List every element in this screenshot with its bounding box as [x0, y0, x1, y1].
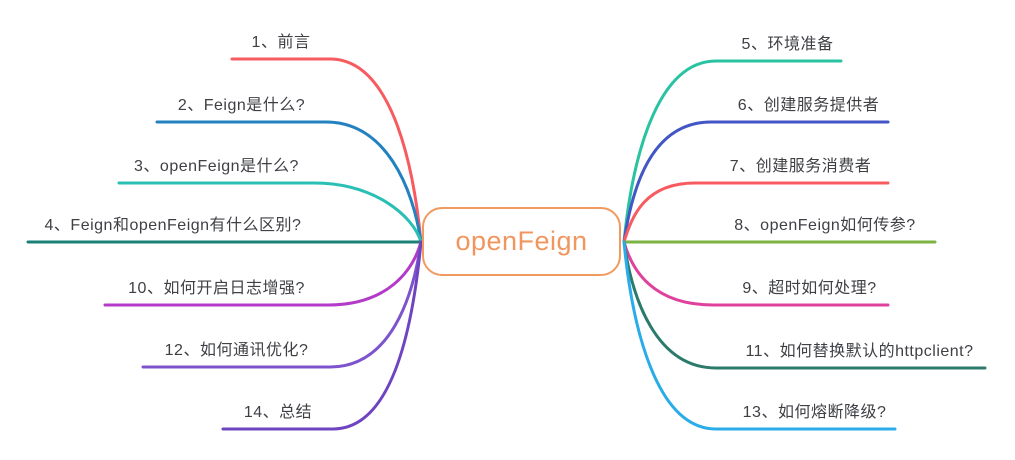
- root-node[interactable]: openFeign: [422, 207, 621, 276]
- mindmap-topic-5[interactable]: 5、环境准备: [741, 36, 834, 53]
- connector-line-right-2: [622, 181, 890, 244]
- mindmap-topic-1[interactable]: 1、前言: [251, 34, 311, 51]
- mindmap-topic-2[interactable]: 2、Feign是什么?: [177, 97, 306, 114]
- mindmap-topic-3[interactable]: 3、openFeign是什么?: [134, 158, 299, 175]
- connector-line-left-5: [141, 240, 423, 369]
- mindmap-topic-7[interactable]: 7、创建服务消费者: [729, 158, 872, 175]
- mindmap-topic-4[interactable]: 4、Feign和openFeign有什么区别?: [44, 217, 302, 234]
- mindmap-topic-14[interactable]: 14、总结: [243, 404, 313, 421]
- connector-line-left-4: [103, 240, 423, 307]
- mindmap-topic-10[interactable]: 10、如何开启日志增强?: [128, 280, 305, 297]
- connector-line-left-0: [230, 57, 423, 244]
- mindmap-topic-12[interactable]: 12、如何通讯优化?: [164, 342, 309, 359]
- connector-line-right-1: [622, 120, 890, 244]
- connector-line-left-6: [221, 240, 423, 431]
- connector-line-left-2: [117, 181, 423, 244]
- mindmap-topic-6[interactable]: 6、创建服务提供者: [737, 97, 880, 114]
- connector-line-right-0: [622, 59, 843, 244]
- mindmap-topic-13[interactable]: 13、如何熔断降级?: [742, 404, 887, 421]
- connector-line-right-6: [622, 240, 897, 431]
- connector-line-right-4: [622, 240, 890, 307]
- mindmap-topic-11[interactable]: 11、如何替换默认的httpclient?: [745, 343, 974, 360]
- connector-line-right-5: [622, 240, 987, 370]
- mindmap-topic-8[interactable]: 8、openFeign如何传参?: [734, 217, 916, 234]
- connector-line-left-1: [155, 120, 423, 244]
- mindmap-topic-9[interactable]: 9、超时如何处理?: [742, 280, 877, 297]
